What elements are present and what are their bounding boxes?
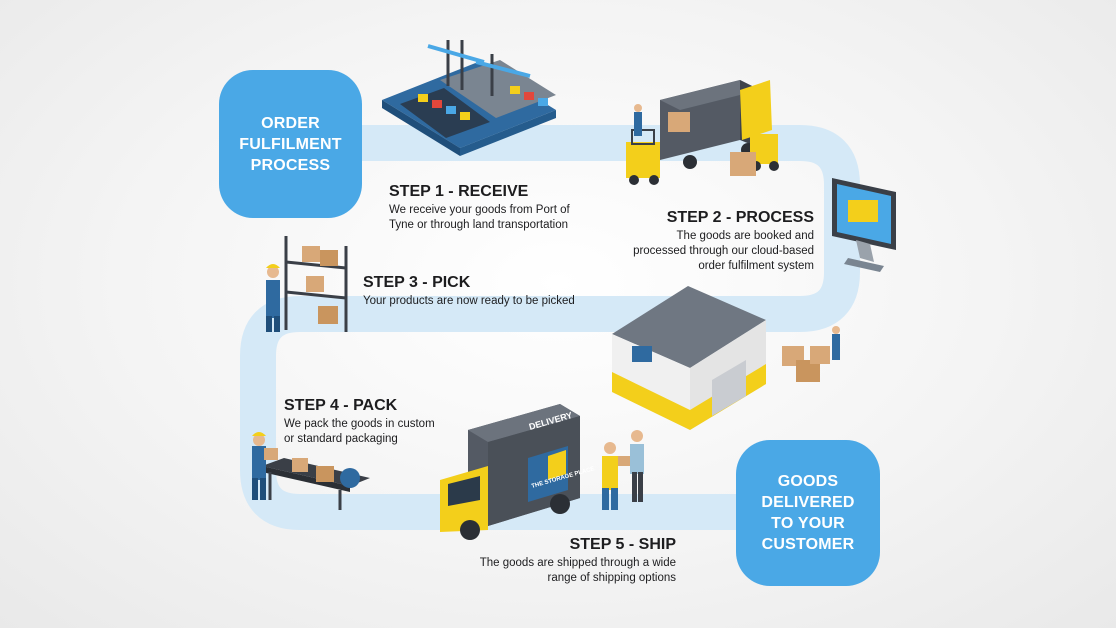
step-4: STEP 4 - PACK We pack the goods in custo… — [284, 396, 464, 447]
picking-shelves-illustration — [266, 236, 348, 332]
packing-conveyor-illustration — [252, 432, 370, 510]
unloading-truck-illustration — [626, 80, 779, 185]
step-4-title: STEP 4 - PACK — [284, 397, 398, 414]
port-ship-illustration — [382, 40, 556, 156]
computer-monitor-icon — [832, 178, 896, 272]
handover-people-illustration — [602, 430, 644, 510]
step-3: STEP 3 - PICK Your products are now read… — [363, 273, 663, 309]
step-2: STEP 2 - PROCESS The goods are booked an… — [590, 208, 814, 274]
start-badge: ORDER FULFILMENT PROCESS — [219, 70, 362, 218]
step-1: STEP 1 - RECEIVE We receive your goods f… — [389, 182, 649, 233]
end-badge: GOODS DELIVERED TO YOUR CUSTOMER — [736, 440, 880, 586]
step-2-title: STEP 2 - PROCESS — [666, 209, 814, 226]
step-5-description: The goods are shipped through a wide ran… — [479, 557, 676, 584]
step-3-title: STEP 3 - PICK — [363, 274, 471, 291]
delivery-truck-illustration: DELIVERY THE STORAGE PLACE — [440, 404, 595, 540]
step-5: STEP 5 - SHIP The goods are shipped thro… — [420, 535, 676, 586]
step-3-description: Your products are now ready to be picked — [363, 295, 575, 307]
step-1-description: We receive your goods from Port of Tyne … — [389, 204, 570, 231]
step-2-description: The goods are booked and processed throu… — [633, 230, 814, 272]
warehouse-illustration — [612, 286, 840, 430]
step-1-title: STEP 1 - RECEIVE — [389, 183, 529, 200]
step-4-description: We pack the goods in custom or standard … — [284, 418, 435, 445]
step-5-title: STEP 5 - SHIP — [569, 536, 676, 553]
